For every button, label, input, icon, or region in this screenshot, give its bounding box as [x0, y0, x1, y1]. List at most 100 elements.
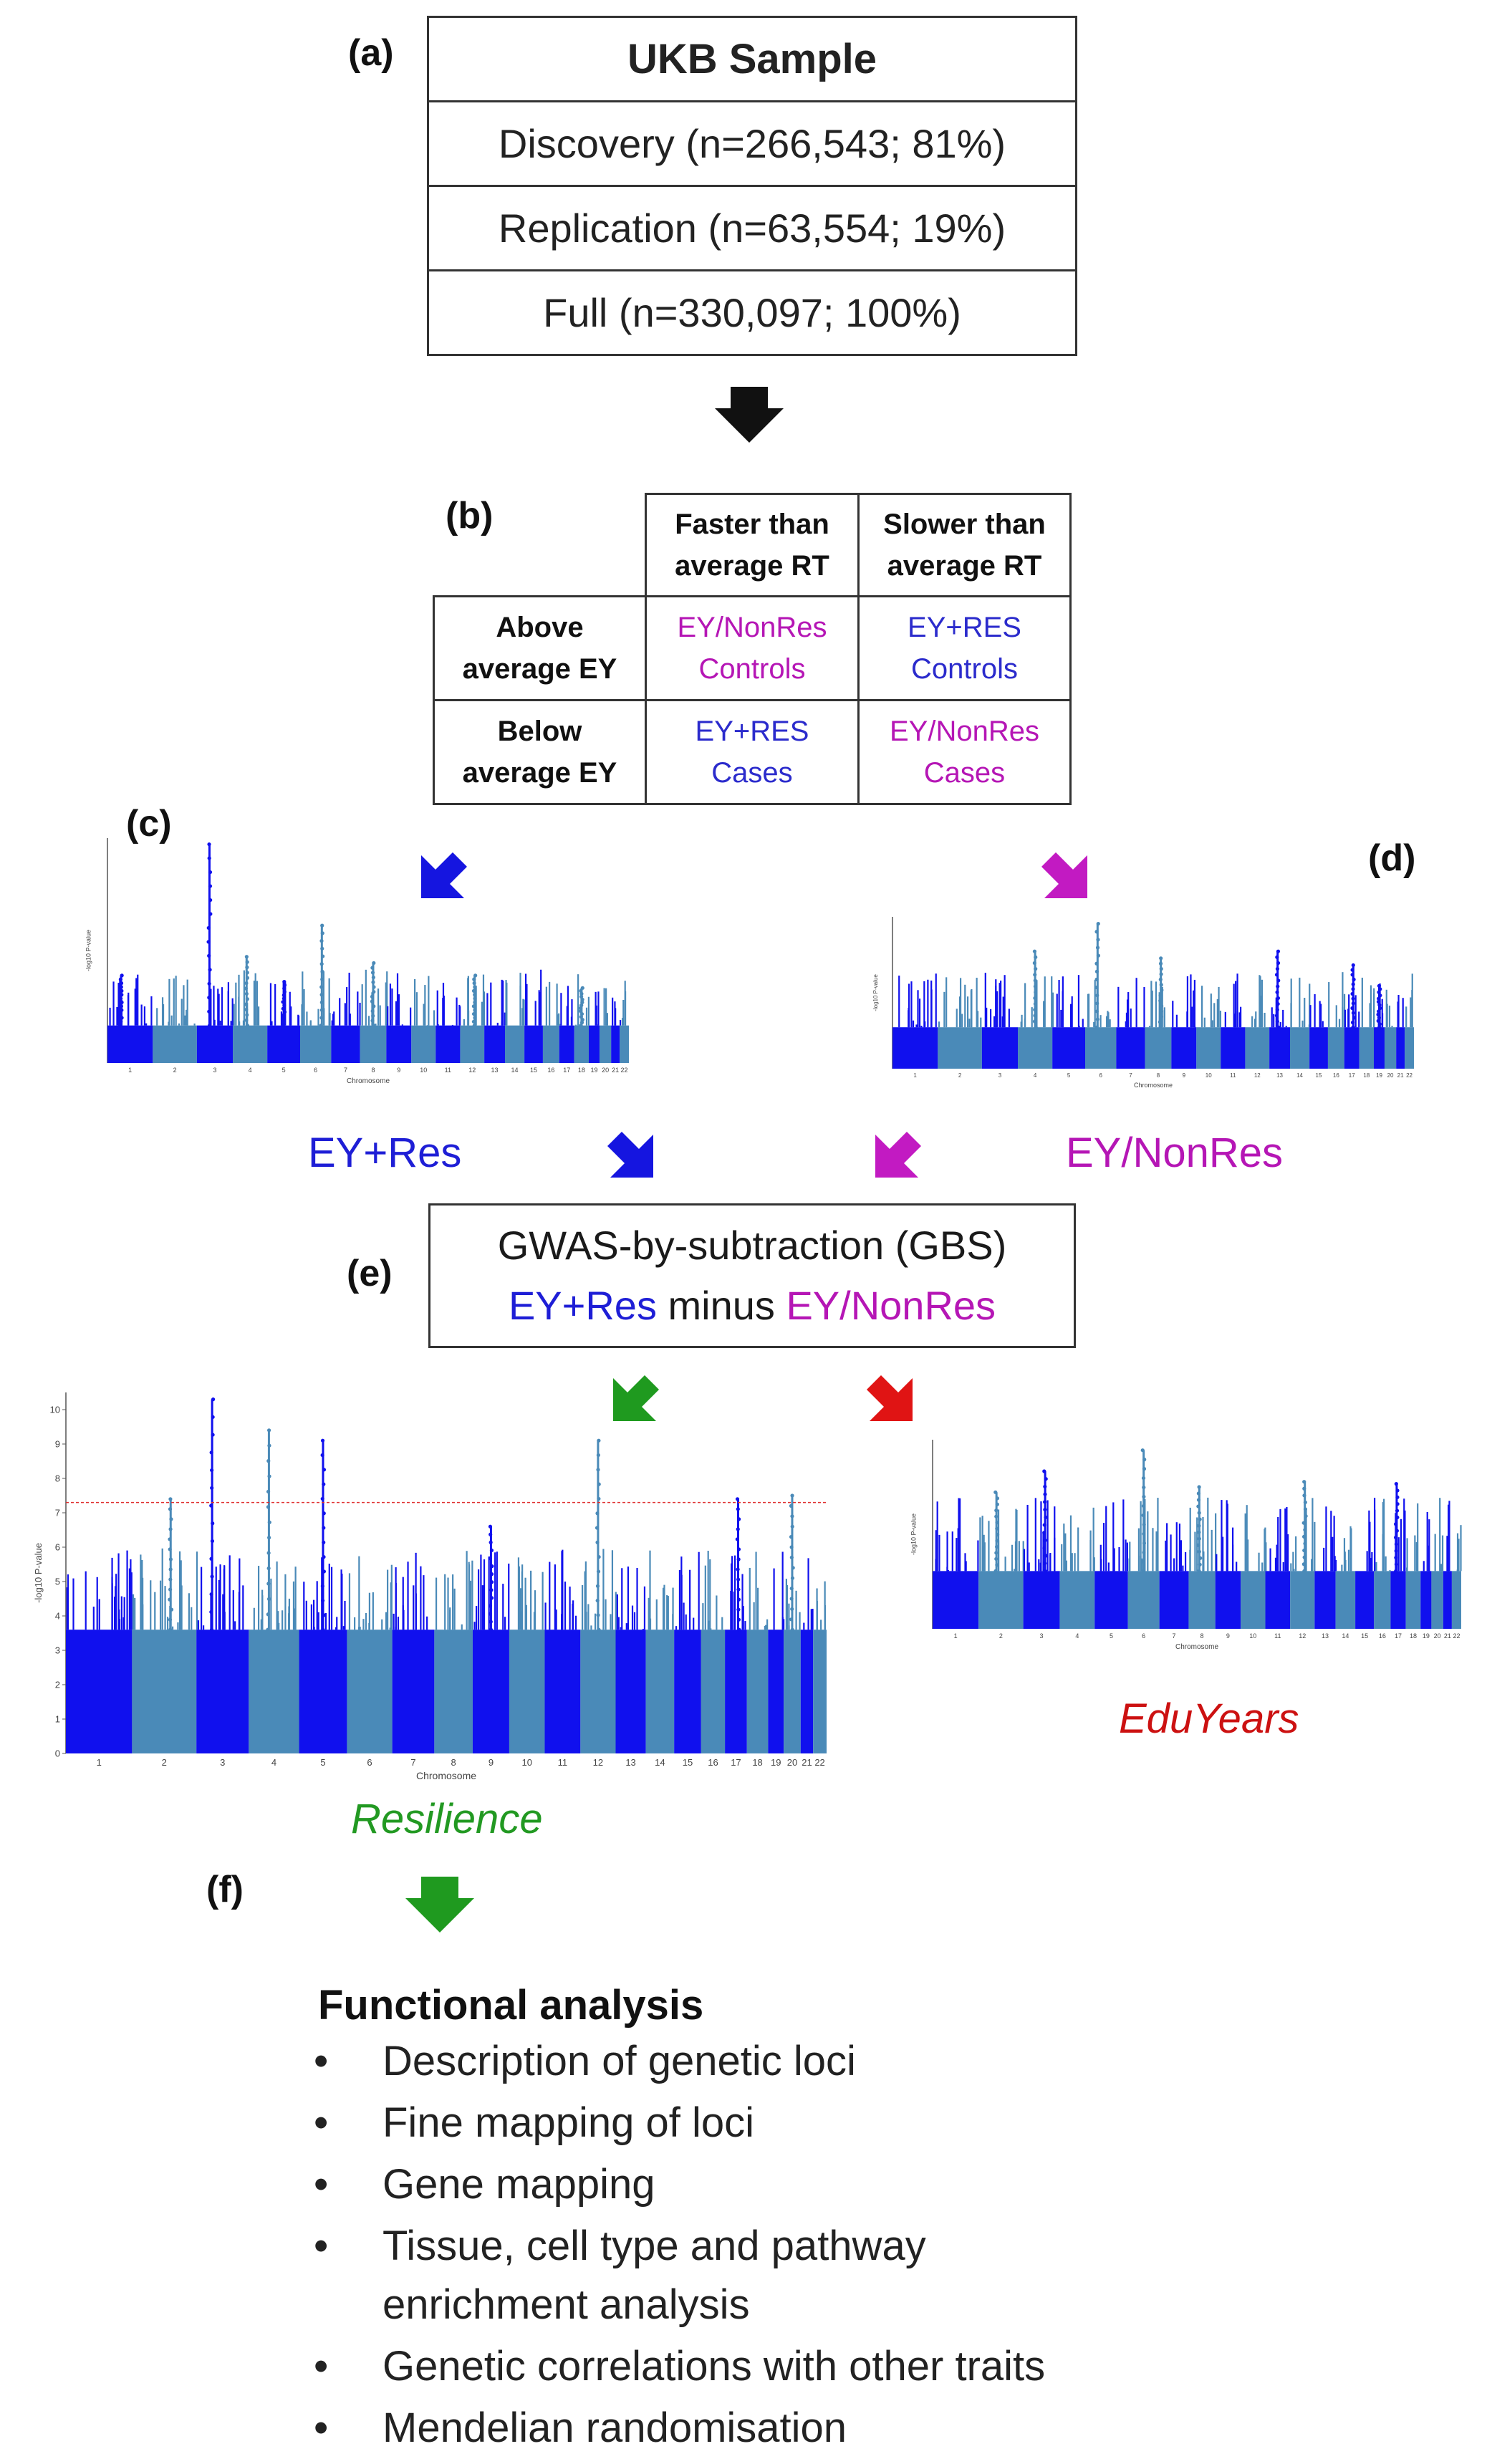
- x-tick-label: 1: [97, 1757, 102, 1768]
- chromosome-2-points: [938, 977, 982, 1069]
- x-tick-label: 3: [220, 1757, 225, 1768]
- y-tick-label: 7: [55, 1507, 60, 1518]
- design-table: Faster than average RT Slower than avera…: [433, 493, 1072, 805]
- row-header-above: Above average EY: [433, 595, 647, 701]
- x-tick-label: 8: [451, 1757, 456, 1768]
- cell-ey-nonres-controls: EY/NonRes Controls: [645, 595, 860, 701]
- x-tick-label: 8: [371, 1067, 375, 1074]
- x-tick-label: 3: [1040, 1632, 1044, 1640]
- label-resilience: Resilience: [351, 1796, 543, 1842]
- x-tick-label: 20: [1434, 1632, 1441, 1640]
- panel-label-d: (d): [1368, 837, 1416, 879]
- label-ey-nonres: EY/NonRes: [1066, 1130, 1284, 1176]
- chromosome-18-points: [1359, 977, 1375, 1069]
- gbs-left: EY+Res: [508, 1283, 657, 1328]
- x-tick-label: 7: [344, 1067, 347, 1074]
- chromosome-12-points: [1290, 1480, 1316, 1629]
- x-axis-label: Chromosome: [1134, 1082, 1173, 1089]
- chromosome-5-points: [1052, 975, 1086, 1069]
- chromosome-2-points: [132, 1497, 198, 1753]
- chromosome-2-points: [153, 976, 197, 1063]
- arrow-down-green: [405, 1877, 474, 1933]
- x-tick-label: 4: [249, 1067, 252, 1074]
- chromosome-12-points: [460, 973, 486, 1063]
- panel-label-e: (e): [347, 1253, 393, 1294]
- chromosome-17-points: [559, 986, 574, 1063]
- x-tick-label: 10: [1249, 1632, 1256, 1640]
- chromosome-2-points: [978, 1490, 1024, 1629]
- chromosome-9-points: [472, 1524, 510, 1753]
- chromosome-1-points: [892, 973, 938, 1069]
- x-tick-label: 13: [625, 1757, 635, 1768]
- x-tick-label: 2: [958, 1072, 962, 1079]
- x-tick-label: 11: [445, 1067, 451, 1074]
- chromosome-22-points: [1405, 973, 1414, 1069]
- y-tick-label: 3: [55, 1645, 60, 1655]
- x-tick-label: 15: [530, 1067, 537, 1074]
- y-tick-label: 4: [55, 1610, 60, 1621]
- col-header-slower: Slower than average RT: [857, 493, 1072, 597]
- x-tick-label: 19: [771, 1757, 781, 1768]
- x-tick-label: 4: [271, 1757, 276, 1768]
- x-tick-label: 21: [612, 1067, 619, 1074]
- chromosome-4-points: [249, 1428, 299, 1753]
- chromosome-11-points: [435, 983, 461, 1063]
- gbs-box: GWAS-by-subtraction (GBS) EY+Res minus E…: [428, 1203, 1076, 1348]
- functional-title: Functional analysis: [318, 1982, 704, 2029]
- chromosome-20-points: [784, 1493, 801, 1753]
- chromosome-7-points: [392, 1552, 435, 1753]
- chromosome-6-points: [300, 923, 332, 1063]
- arrow-down-left-green: [613, 1375, 659, 1421]
- chromosome-17-points: [1390, 1482, 1406, 1629]
- x-tick-label: 19: [1423, 1632, 1430, 1640]
- ukb-sample-table: UKB Sample Discovery (n=266,543; 81%) Re…: [427, 16, 1077, 356]
- x-tick-label: 9: [489, 1757, 494, 1768]
- x-tick-label: 1: [128, 1067, 132, 1074]
- x-tick-label: 9: [1226, 1632, 1230, 1640]
- x-tick-label: 5: [1110, 1632, 1113, 1640]
- x-tick-label: 15: [683, 1757, 693, 1768]
- x-tick-label: 2: [173, 1067, 177, 1074]
- x-tick-label: 16: [1333, 1072, 1339, 1079]
- x-tick-label: 22: [1406, 1072, 1413, 1079]
- y-tick-label: 0: [55, 1748, 60, 1758]
- chromosome-18-points: [574, 974, 590, 1063]
- x-tick-label: 10: [521, 1757, 531, 1768]
- chromosome-22-points: [813, 1581, 827, 1753]
- arrow-down-right-red: [867, 1375, 913, 1421]
- chromosome-13-points: [484, 979, 506, 1063]
- x-tick-label: 4: [1075, 1632, 1079, 1640]
- cell-ey-res-cases: EY+RES Cases: [645, 699, 860, 805]
- x-tick-label: 18: [1363, 1072, 1370, 1079]
- x-tick-label: 11: [1274, 1632, 1281, 1640]
- x-tick-label: 20: [1387, 1072, 1394, 1079]
- chromosome-5-points: [1094, 1499, 1128, 1629]
- chromosome-19-points: [768, 1551, 785, 1753]
- chromosome-18-points: [746, 1551, 769, 1753]
- x-tick-label: 16: [708, 1757, 718, 1768]
- chromosome-13-points: [615, 1567, 646, 1753]
- x-tick-label: 14: [655, 1757, 665, 1768]
- chromosome-7-points: [1159, 1522, 1189, 1629]
- chromosome-9-points: [386, 973, 412, 1063]
- x-tick-label: 4: [1034, 1072, 1037, 1079]
- chromosome-14-points: [1289, 977, 1311, 1069]
- panel-label-c: (c): [126, 803, 172, 844]
- x-tick-label: 14: [511, 1067, 519, 1074]
- y-axis-label: -log10 P-value: [85, 930, 92, 971]
- ukb-row-full: Full (n=330,097; 100%): [543, 290, 961, 335]
- chromosome-16-points: [701, 1551, 726, 1753]
- x-tick-label: 7: [1173, 1632, 1176, 1640]
- x-axis-label: Chromosome: [347, 1077, 390, 1085]
- y-tick-label: 2: [55, 1679, 60, 1690]
- y-tick-label: 8: [55, 1473, 60, 1483]
- gbs-mid: minus: [656, 1283, 786, 1328]
- chromosome-10-points: [411, 976, 436, 1063]
- x-tick-label: 22: [1453, 1632, 1460, 1640]
- chromosome-19-points: [589, 991, 600, 1063]
- chromosome-3-points: [981, 973, 1019, 1069]
- chromosome-3-points: [196, 1397, 249, 1753]
- chromosome-9-points: [1215, 1500, 1241, 1629]
